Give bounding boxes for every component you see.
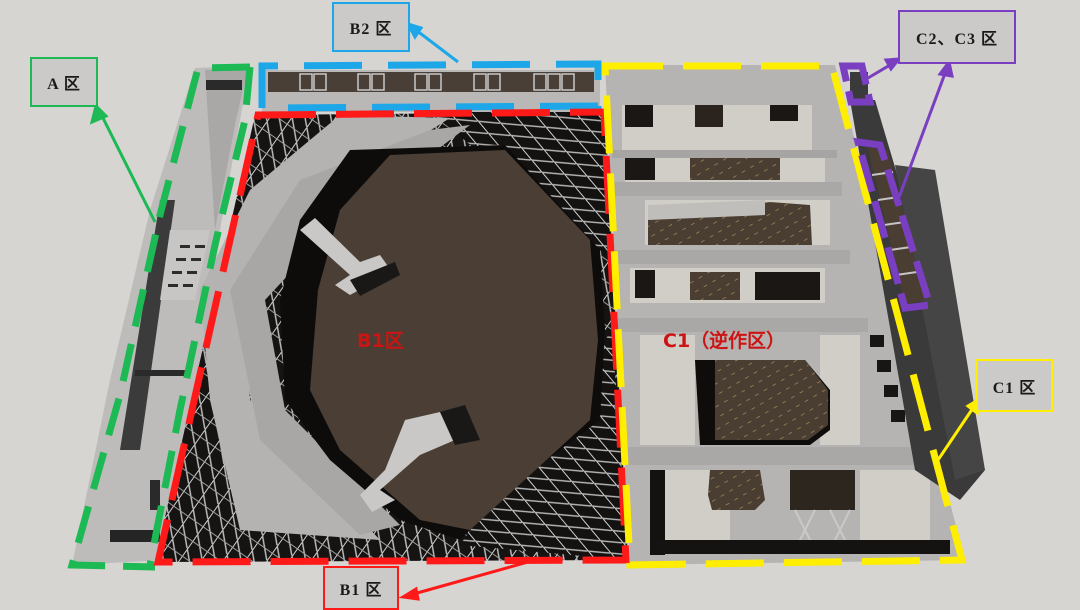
zone-c2-c3-outline	[838, 62, 935, 312]
callout-zone-b1: B1 区	[323, 566, 399, 610]
callout-zone-c1: C1 区	[976, 359, 1053, 412]
c1-zone-label: C1（逆作区）	[663, 330, 786, 352]
zone-a-model	[72, 66, 250, 565]
zone-a-outline	[67, 63, 254, 571]
zone-c1-outline	[601, 62, 967, 569]
zone-b1-model	[155, 112, 628, 562]
zone-b2-outline	[258, 60, 602, 112]
b1-zone-label: B1区	[357, 330, 404, 352]
callout-zone-a: A 区	[30, 57, 98, 107]
callout-zone-c2-c3: C2、C3 区	[898, 10, 1016, 64]
callout-arrows	[89, 21, 980, 601]
callout-zone-b2: B2 区	[332, 2, 410, 52]
zone-c1-model	[605, 65, 965, 565]
zone-b1-outline	[153, 108, 630, 566]
